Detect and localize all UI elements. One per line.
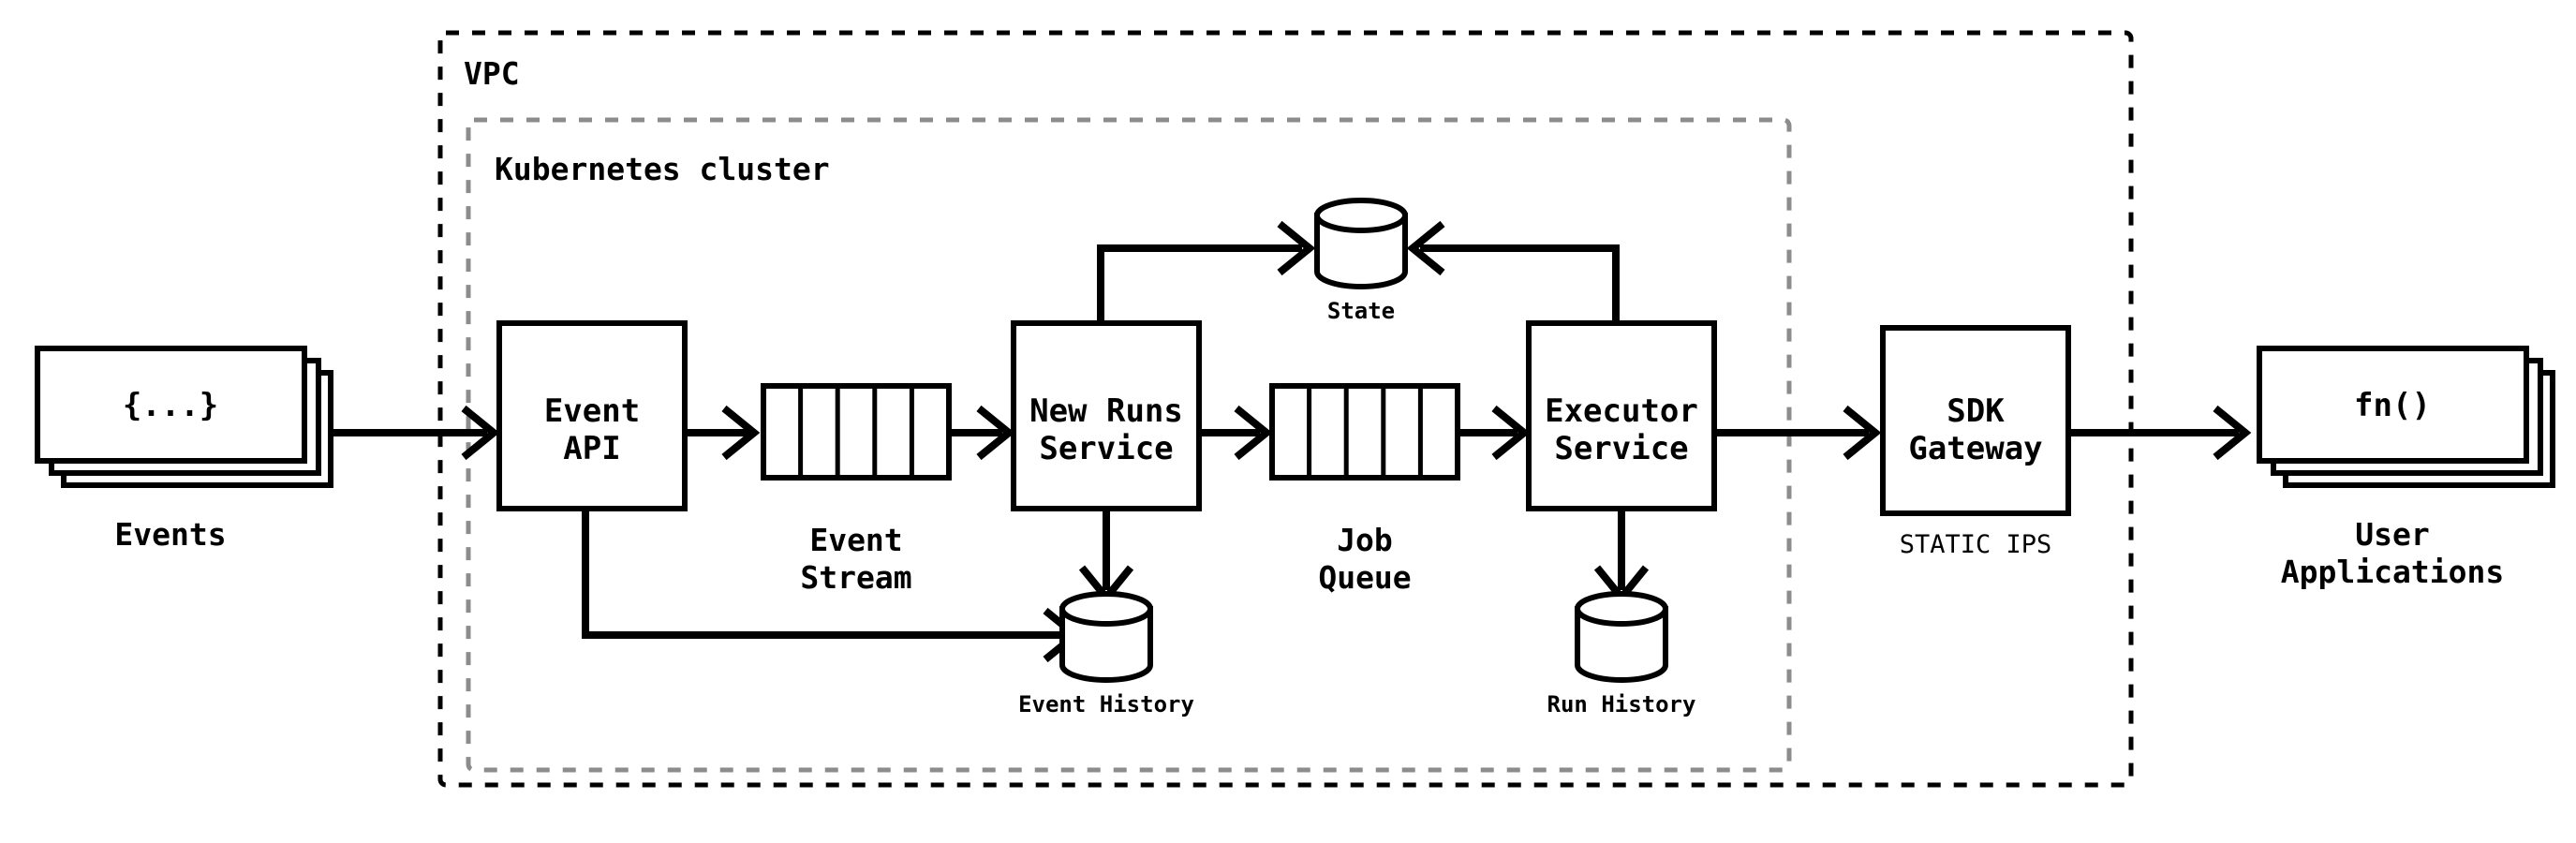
executor-service-label-line1: Executor xyxy=(1545,392,1698,430)
vpc-group-border xyxy=(437,30,2134,788)
arrowhead xyxy=(1234,405,1273,461)
run-history-cylinder-top xyxy=(1575,591,1668,627)
new-runs-service-box xyxy=(1011,320,1202,511)
edge-line xyxy=(1097,244,1302,323)
sdk-gateway-label-line2: Gateway xyxy=(1908,430,2042,467)
node-new-runs-service[interactable]: New Runs Service xyxy=(1011,320,1202,511)
event-api-label-line1: Event xyxy=(544,392,640,430)
event-history-caption: Event History xyxy=(1018,691,1194,717)
event-stream-caption-line2: Stream xyxy=(800,559,911,596)
edge-executor-service-to-state xyxy=(1406,220,1620,323)
arrowhead xyxy=(1843,405,1882,461)
job-queue-caption-line1: Job xyxy=(1337,522,1393,558)
job-queue-caption-line2: Queue xyxy=(1318,559,1411,596)
node-sdk-gateway[interactable]: SDK Gateway STATIC IPS xyxy=(1880,325,2071,559)
user-applications-label: fn() xyxy=(2354,387,2431,424)
edge-line xyxy=(1420,244,1620,323)
edge-event-stream-to-new-runs-service xyxy=(949,405,1015,461)
user-applications-stack-layer-1 xyxy=(2257,346,2529,464)
events-stack-layer-1 xyxy=(35,346,307,464)
arrowhead xyxy=(721,405,761,461)
node-user-applications[interactable]: fn() User Applications xyxy=(2257,346,2555,590)
kubernetes-group-label: Kubernetes cluster xyxy=(495,151,830,187)
event-history-cylinder-top xyxy=(1059,591,1153,627)
sdk-gateway-box xyxy=(1880,325,2071,516)
edge-event-api-to-event-stream xyxy=(685,405,761,461)
events-caption: Events xyxy=(114,516,226,553)
job-queue-box xyxy=(1269,383,1460,481)
arrowhead xyxy=(1277,220,1316,276)
vpc-group-label: VPC xyxy=(464,55,520,92)
edge-new-runs-service-to-event-history xyxy=(1078,509,1134,604)
arrowhead xyxy=(1406,220,1445,276)
event-api-label-line2: API xyxy=(563,430,620,467)
node-executor-service[interactable]: Executor Service xyxy=(1526,320,1717,511)
edge-executor-service-to-run-history xyxy=(1593,509,1650,604)
edge-new-runs-service-to-state xyxy=(1097,220,1316,323)
node-events[interactable]: {...} Events xyxy=(35,346,333,553)
event-api-box xyxy=(496,320,688,511)
user-applications-caption-line1: User xyxy=(2355,516,2429,553)
node-state[interactable]: State xyxy=(1314,198,1408,324)
edge-sdk-gateway-to-user-applications xyxy=(2068,405,2252,461)
state-cylinder-top xyxy=(1314,198,1408,233)
event-stream-box xyxy=(761,383,952,481)
arrowhead xyxy=(2213,405,2252,461)
arrowhead xyxy=(461,405,500,461)
edge-line xyxy=(582,509,1068,639)
node-run-history[interactable]: Run History xyxy=(1547,591,1696,717)
edge-executor-service-to-sdk-gateway xyxy=(1714,405,1882,461)
event-stream-caption-line1: Event xyxy=(809,522,902,558)
state-cylinder-body xyxy=(1314,213,1408,289)
executor-service-box xyxy=(1526,320,1717,511)
sdk-gateway-caption: STATIC IPS xyxy=(1900,530,2052,559)
events-label: {...} xyxy=(123,387,218,424)
new-runs-service-label-line1: New Runs xyxy=(1029,392,1183,430)
user-applications-caption-line2: Applications xyxy=(2281,554,2504,590)
edge-events-to-event-api xyxy=(331,405,500,461)
kubernetes-group-border xyxy=(466,117,1792,773)
event-history-cylinder-body xyxy=(1059,606,1153,683)
run-history-cylinder-body xyxy=(1575,606,1668,683)
node-event-stream[interactable]: Event Stream xyxy=(761,383,952,596)
arrowhead xyxy=(1491,405,1531,461)
node-event-history[interactable]: Event History xyxy=(1018,591,1194,717)
run-history-caption: Run History xyxy=(1547,691,1696,717)
sdk-gateway-label-line1: SDK xyxy=(1947,392,2005,430)
node-job-queue[interactable]: Job Queue xyxy=(1269,383,1460,596)
node-event-api[interactable]: Event API xyxy=(496,320,688,511)
state-caption: State xyxy=(1327,298,1395,324)
arrowhead xyxy=(976,405,1015,461)
edge-job-queue-to-executor-service xyxy=(1458,405,1531,461)
new-runs-service-label-line2: Service xyxy=(1039,430,1173,467)
executor-service-label-line2: Service xyxy=(1554,430,1688,467)
edge-new-runs-service-to-job-queue xyxy=(1199,405,1273,461)
